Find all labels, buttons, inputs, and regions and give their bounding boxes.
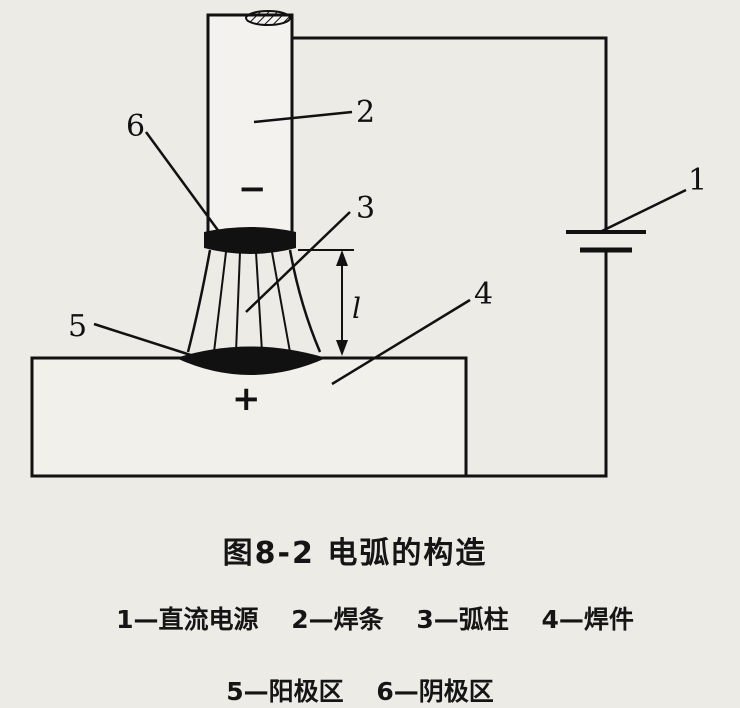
arc-line [255,251,263,353]
legend-item-anode-region: 5—阳极区 [226,677,344,706]
callout-1: 1 [688,163,707,198]
arc-line [213,251,227,353]
callout-5: 5 [68,309,87,344]
arc-length-symbol: l [352,292,361,325]
legend-row: 1—直流电源 2—焊条 3—弧柱 4—焊件 [10,600,740,636]
circuit-wire-top [250,36,608,232]
callout-3: 3 [356,191,375,226]
negative-sign: − [238,169,267,209]
callout-2: 2 [356,95,375,130]
legend-item-cathode-region: 6—阴极区 [376,677,494,706]
workpiece [30,356,468,478]
arc-column-outline [186,249,322,353]
figure-title: 图8-2 电弧的构造 [222,536,488,571]
arc-line [271,251,291,353]
cathode-region [204,227,296,254]
leader-line-2 [253,110,353,124]
leader-line-6 [144,131,230,245]
legend-item-arc-column: 3—弧柱 [416,605,509,634]
arc-structure-diagram: l − + 1 2 3 4 5 6 [30,10,707,478]
leader-line-1 [599,188,687,234]
callout-6: 6 [126,109,145,144]
electrode-end-hatch [245,10,291,26]
legend-item-workpiece: 4—焊件 [541,605,634,634]
legend-item-dc-power: 1—直流电源 [116,605,259,634]
arc-line [235,251,241,353]
leader-line-5 [93,322,201,360]
leader-line-4 [331,298,471,386]
legend-item-electrode: 2—焊条 [291,605,384,634]
dimension-arrow-up [336,250,348,266]
anode-region [176,346,326,375]
dimension-arrow-down [336,340,348,356]
figure-caption: 图8-2 电弧的构造 1—直流电源 2—焊条 3—弧柱 4—焊件 5—阳极区 6… [0,528,740,708]
positive-sign: + [232,379,261,419]
leader-line-3 [245,211,351,313]
circuit-wire-bottom [466,250,608,478]
legend-row: 5—阳极区 6—阴极区 [0,672,740,708]
callout-4: 4 [474,277,493,312]
